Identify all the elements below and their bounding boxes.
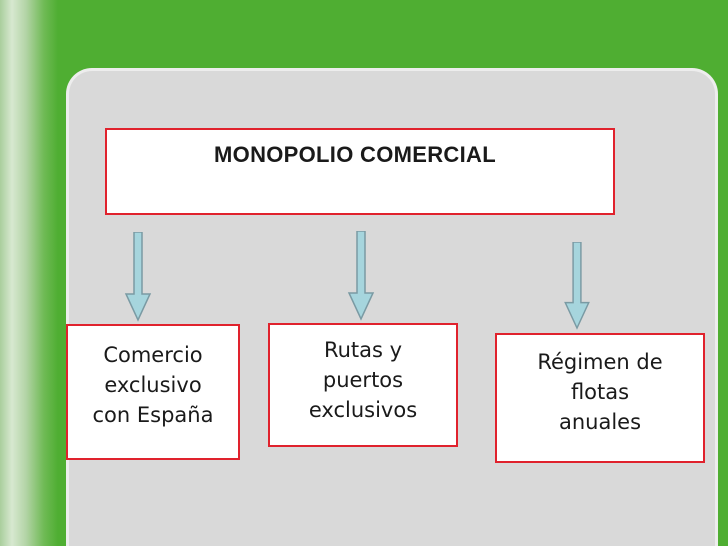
decorative-left-stripe — [0, 0, 58, 546]
down-arrow-icon — [564, 242, 590, 330]
diagram-node-regimen: Régimen de flotas anuales — [495, 333, 705, 463]
diagram-node-comercio: Comercio exclusivo con España — [66, 324, 240, 460]
node-label: Régimen de flotas anuales — [537, 350, 663, 434]
node-label: Rutas y puertos exclusivos — [308, 338, 418, 422]
diagram-title-box: MONOPOLIO COMERCIAL — [105, 128, 615, 215]
down-arrow-icon — [347, 231, 375, 321]
node-label: Comercio exclusivo con España — [92, 343, 214, 427]
diagram-node-rutas: Rutas y puertos exclusivos — [268, 323, 458, 447]
down-arrow-icon — [124, 232, 152, 322]
diagram-title: MONOPOLIO COMERCIAL — [214, 142, 496, 167]
